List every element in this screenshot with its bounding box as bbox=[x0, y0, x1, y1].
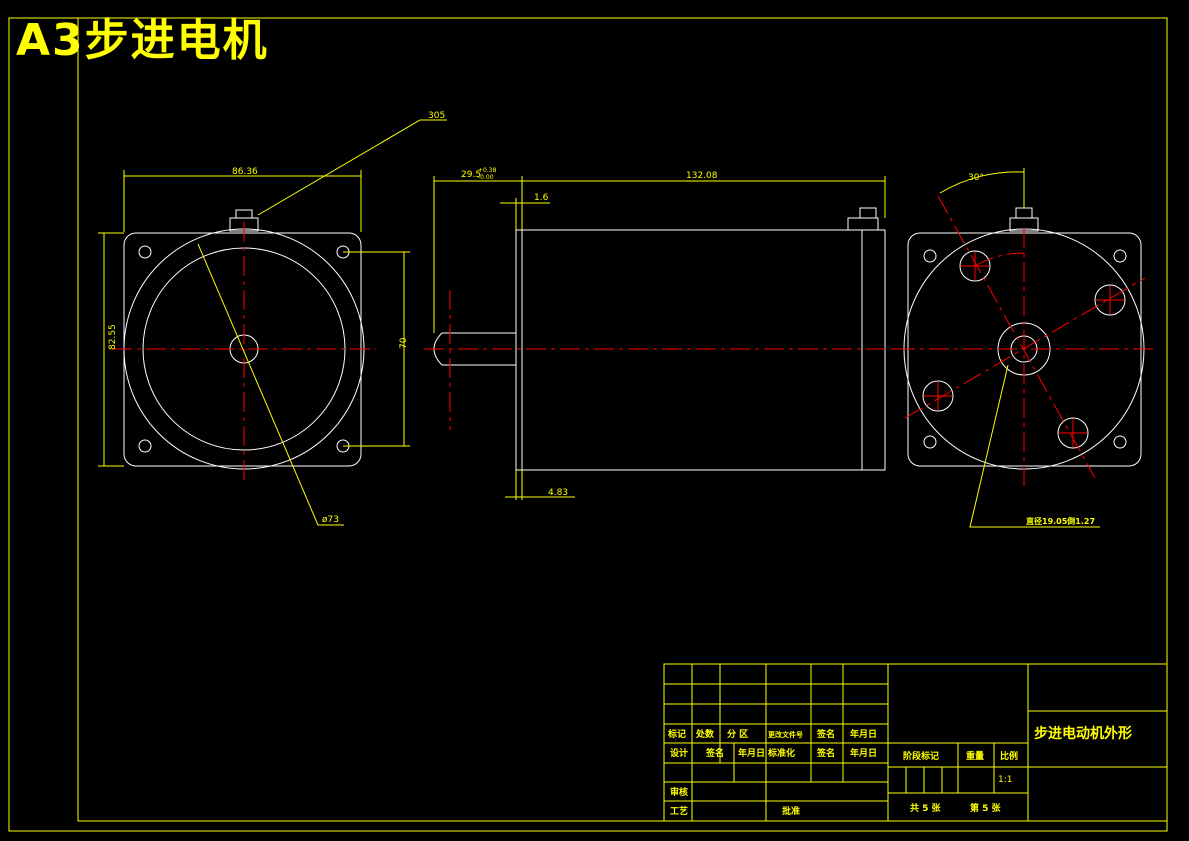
rear-mount-hole bbox=[923, 249, 937, 263]
dim-82-55: 82.55 bbox=[108, 324, 118, 350]
drawing-title: A3步进电机 bbox=[16, 15, 269, 66]
dim-132-08: 132.08 bbox=[686, 171, 718, 181]
leader-305 bbox=[257, 119, 447, 216]
tb-design-3: 标准化 bbox=[767, 747, 795, 759]
leader-hole-note bbox=[969, 364, 1100, 528]
dim-hole-note: 直径19.05倒1.27 bbox=[1026, 516, 1095, 526]
mount-hole bbox=[138, 245, 152, 259]
mount-hole bbox=[138, 439, 152, 453]
tb-review: 审核 bbox=[670, 786, 688, 798]
side-connector bbox=[847, 217, 879, 231]
side-view bbox=[433, 207, 886, 471]
rear-mount-hole bbox=[923, 435, 937, 449]
front-dimensions bbox=[98, 119, 447, 526]
tb-design-2: 年月日 bbox=[738, 747, 765, 759]
tb-header-4: 签名 bbox=[816, 728, 835, 740]
rear-pitch-arc bbox=[974, 252, 1025, 267]
rear-bolt-hole bbox=[1057, 417, 1089, 449]
dim-86-36: 86.36 bbox=[232, 167, 258, 177]
rear-mount-hole bbox=[1113, 435, 1127, 449]
tb-approve: 批准 bbox=[782, 805, 800, 817]
motor-body bbox=[515, 229, 886, 471]
tb-weight: 重量 bbox=[966, 750, 984, 762]
tb-sheet-no: 第 5 张 bbox=[970, 802, 1002, 814]
tb-header-2: 分 区 bbox=[727, 728, 748, 740]
tb-header-0: 标记 bbox=[667, 728, 686, 740]
dim-shaft-length: 29.5 bbox=[461, 170, 481, 180]
side-connector-pin bbox=[859, 207, 877, 219]
dim-4-83: 4.83 bbox=[548, 488, 568, 498]
inner-frame bbox=[77, 17, 1168, 822]
rear-dimensions bbox=[939, 168, 1100, 528]
front-centerlines bbox=[112, 222, 376, 485]
leader-dia73 bbox=[197, 243, 344, 526]
rear-connector-pin bbox=[1015, 207, 1033, 219]
rear-bolt-hole bbox=[922, 380, 954, 412]
dim-dia73: ø73 bbox=[322, 515, 339, 525]
title-block bbox=[663, 663, 1168, 822]
rear-bolt-hole bbox=[959, 250, 991, 282]
rear-diagonal bbox=[904, 277, 1146, 419]
dim-1-6: 1.6 bbox=[534, 193, 549, 203]
tb-stage-mark: 阶段标记 bbox=[903, 750, 939, 762]
dim-70: 70 bbox=[399, 337, 409, 349]
rear-diagonal bbox=[937, 195, 1096, 479]
rear-centerlines bbox=[895, 195, 1155, 488]
tb-design-4: 签名 bbox=[816, 747, 835, 759]
dim-shaft-tol-top: +0.38 bbox=[478, 167, 497, 174]
tb-total-sheets: 共 5 张 bbox=[910, 802, 942, 814]
tb-scale-value: 1:1 bbox=[998, 775, 1012, 785]
tb-scale: 比例 bbox=[1000, 750, 1018, 762]
tb-header-1: 处数 bbox=[695, 728, 715, 740]
tb-header-5: 年月日 bbox=[850, 728, 877, 740]
tb-process: 工艺 bbox=[670, 805, 688, 817]
rear-mount-hole bbox=[1113, 249, 1127, 263]
side-dimensions bbox=[433, 176, 886, 500]
tb-drawing-name: 步进电动机外形 bbox=[1034, 725, 1132, 742]
tb-design-5: 年月日 bbox=[850, 747, 877, 759]
dim-305: 305 bbox=[428, 111, 445, 121]
tb-design-1: 签名 bbox=[705, 747, 724, 759]
rear-cross-marks bbox=[924, 252, 1124, 447]
rear-bolt-hole bbox=[1094, 284, 1126, 316]
front-connector-pin bbox=[235, 209, 253, 219]
dim-angle-30: 30° bbox=[968, 173, 984, 183]
outer-frame bbox=[8, 17, 1168, 832]
tb-design-0: 设计 bbox=[670, 747, 688, 759]
dim-shaft-tol-bot: -0.00 bbox=[478, 174, 494, 181]
side-centerlines bbox=[424, 290, 900, 430]
angle-arc-30 bbox=[939, 171, 1025, 194]
tb-header-3: 更改文件号 bbox=[768, 730, 803, 739]
